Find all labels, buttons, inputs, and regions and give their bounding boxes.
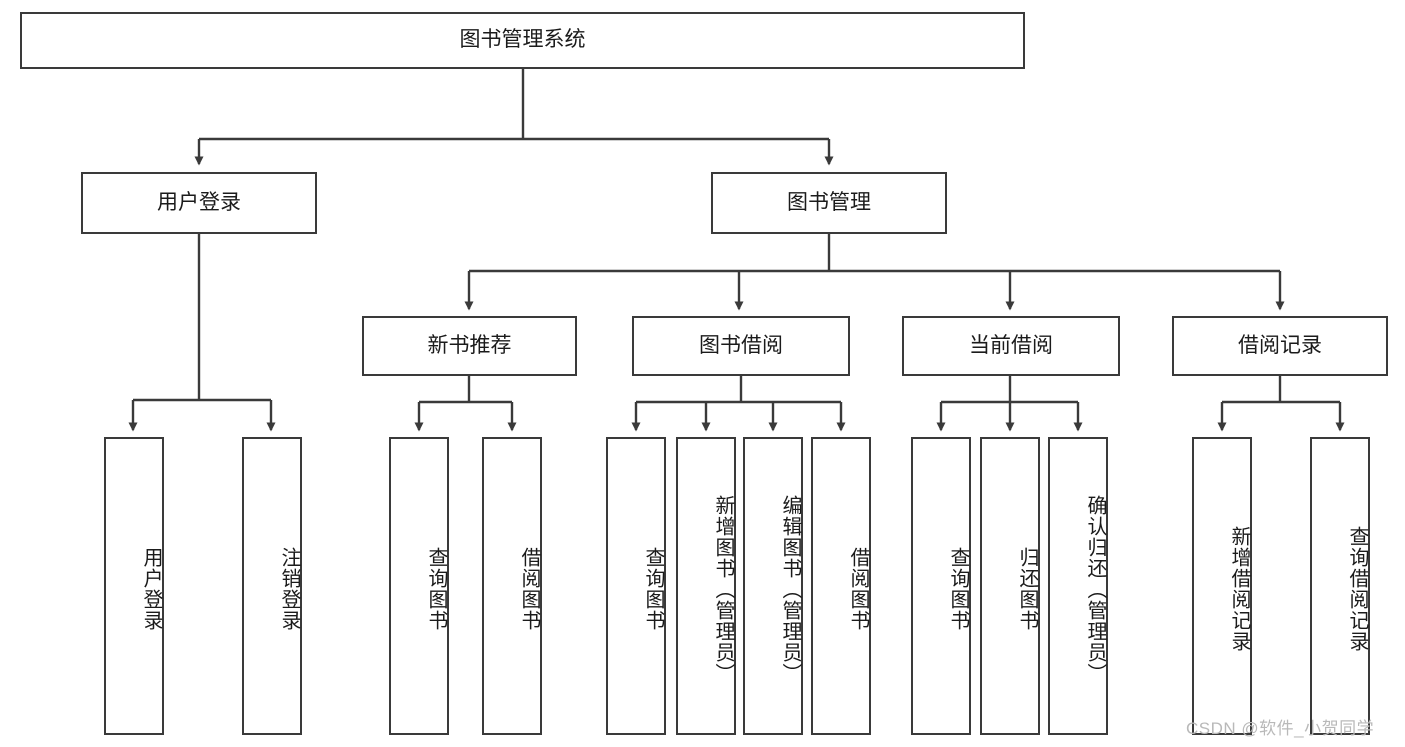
node-label: 用户登录 [140, 547, 162, 631]
leaf-book-borrow-edit-book-admin[interactable]: 编辑图书（管理员） [743, 437, 803, 735]
leaf-current-borrow-query-book[interactable]: 查询图书 [911, 437, 971, 735]
node-borrow-record[interactable]: 借阅记录 [1172, 316, 1388, 376]
leaf-book-borrow-borrow-book[interactable]: 借阅图书 [811, 437, 871, 735]
leaf-new-book-query-book[interactable]: 查询图书 [389, 437, 449, 735]
node-label: 查询图书 [642, 547, 664, 631]
node-user-login[interactable]: 用户登录 [81, 172, 317, 234]
csdn-watermark: CSDN @软件_小贺同学 [1186, 719, 1375, 738]
node-book-borrow[interactable]: 图书借阅 [632, 316, 850, 376]
node-label: 新增图书（管理员） [712, 494, 734, 684]
node-label: 查询图书 [947, 547, 969, 631]
node-label: 图书借阅 [699, 333, 783, 357]
node-label: 图书管理系统 [459, 28, 586, 52]
node-label: 新书推荐 [427, 333, 512, 357]
node-new-book-recommend[interactable]: 新书推荐 [362, 316, 577, 376]
node-label: 归还图书 [1016, 547, 1038, 631]
leaf-borrow-record-add-record[interactable]: 新增借阅记录 [1192, 437, 1252, 735]
node-label: 注销登录 [278, 547, 300, 631]
node-label: 借阅图书 [847, 547, 869, 631]
node-label: 确认归还（管理员） [1084, 494, 1106, 684]
node-label: 编辑图书（管理员） [779, 494, 801, 684]
node-book-management[interactable]: 图书管理 [711, 172, 947, 234]
node-root-book-management-system[interactable]: 图书管理系统 [20, 12, 1025, 69]
node-label: 用户登录 [157, 190, 241, 214]
node-label: 借阅图书 [518, 547, 540, 631]
node-label: 查询图书 [425, 547, 447, 631]
node-label: 图书管理 [787, 190, 871, 214]
leaf-book-borrow-query-book[interactable]: 查询图书 [606, 437, 666, 735]
leaf-book-borrow-add-book-admin[interactable]: 新增图书（管理员） [676, 437, 736, 735]
leaf-user-login-logout[interactable]: 注销登录 [242, 437, 302, 735]
node-label: 当前借阅 [969, 333, 1053, 357]
leaf-new-book-borrow-book[interactable]: 借阅图书 [482, 437, 542, 735]
leaf-user-login-login[interactable]: 用户登录 [104, 437, 164, 735]
leaf-current-borrow-return-book[interactable]: 归还图书 [980, 437, 1040, 735]
node-label: 新增借阅记录 [1228, 526, 1250, 652]
leaf-current-borrow-confirm-return-admin[interactable]: 确认归还（管理员） [1048, 437, 1108, 735]
node-label: 借阅记录 [1238, 333, 1322, 357]
node-label: 查询借阅记录 [1346, 526, 1368, 652]
node-current-borrow[interactable]: 当前借阅 [902, 316, 1120, 376]
leaf-borrow-record-query-record[interactable]: 查询借阅记录 [1310, 437, 1370, 735]
